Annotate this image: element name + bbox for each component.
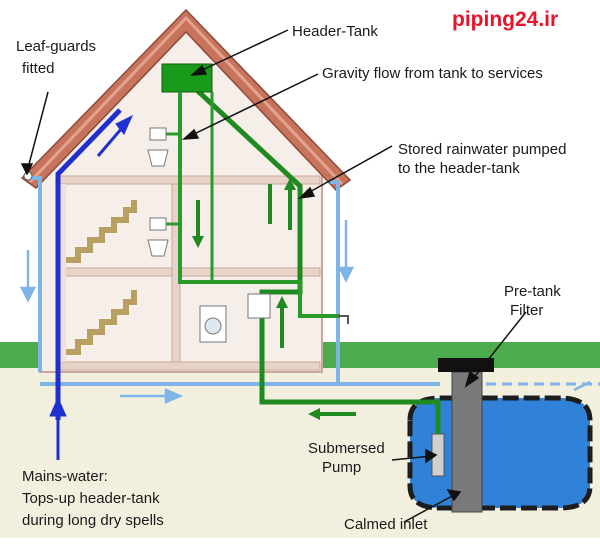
filter-lid xyxy=(438,358,494,372)
mains-flow-arrows xyxy=(49,114,134,460)
left-inner-wall xyxy=(56,184,66,362)
wc-lower xyxy=(147,239,169,257)
stairs-lower xyxy=(66,290,137,355)
leaf-guards-label-2: fitted xyxy=(22,60,55,77)
rain-flow-arrows xyxy=(19,220,591,404)
ground-floor xyxy=(55,361,321,371)
mains-water-label-3: during long dry spells xyxy=(22,512,164,529)
stored-rainwater-label-2: to the header-tank xyxy=(398,160,520,177)
wc-upper xyxy=(147,149,169,167)
roof-tiles xyxy=(28,15,344,186)
pre-tank-filter xyxy=(451,371,483,513)
control-unit xyxy=(247,293,271,319)
header-tank-label: Header-Tank xyxy=(292,23,378,40)
gravity-pipe xyxy=(178,92,340,318)
brand-logo-text: piping24.ir xyxy=(452,8,559,31)
leader-lines xyxy=(20,29,527,523)
mains-pipe xyxy=(55,108,122,420)
washing-machine-door xyxy=(204,317,222,335)
first-floor xyxy=(55,267,321,277)
attic-floor xyxy=(55,175,321,185)
mains-water-label-2: Tops-up header-tank xyxy=(22,490,160,507)
pump-flow-arrows xyxy=(276,178,356,420)
calmed-inlet-label: Calmed inlet xyxy=(344,516,428,533)
wc-upper-cistern xyxy=(149,127,167,141)
pump-pipe xyxy=(184,78,441,434)
stairs-upper xyxy=(66,200,137,263)
pre-tank-filter-label-1: Pre-tank xyxy=(504,283,561,300)
pre-tank-filter-label-2: Filter xyxy=(510,302,544,319)
mains-water-label-1: Mains-water: xyxy=(22,468,108,485)
stored-rainwater-label-1: Stored rainwater pumped xyxy=(398,141,567,158)
wc-lower-cistern xyxy=(149,217,167,231)
submersed-pump-label-1: Submersed xyxy=(308,440,385,457)
outside-tap xyxy=(338,315,349,324)
gravity-flow-arrows xyxy=(192,184,272,248)
gravity-flow-label: Gravity flow from tank to services xyxy=(322,65,543,82)
submersed-pump-label-2: Pump xyxy=(322,459,362,476)
leaf-guards-label-1: Leaf-guards xyxy=(16,38,97,55)
